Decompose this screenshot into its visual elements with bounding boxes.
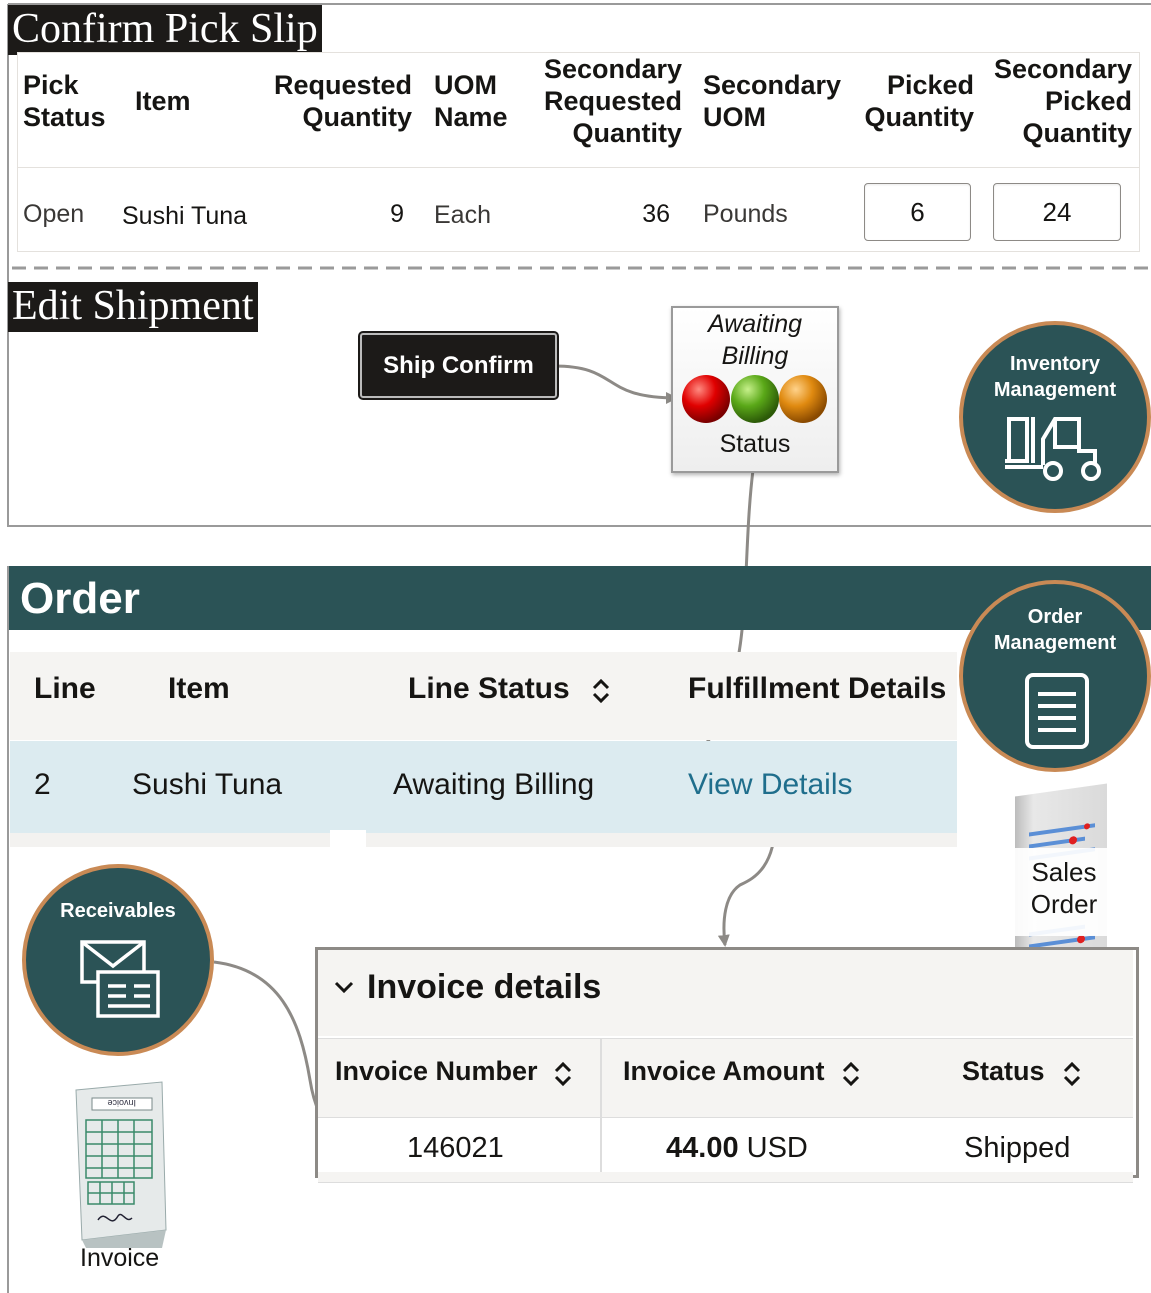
order-header-line-status[interactable]: Line Status [408,672,570,705]
invoice-amount-currency: USD [746,1132,808,1164]
invoice-cell-status: Shipped [964,1132,1071,1164]
traffic-light-icon [682,375,827,423]
cell-item: Sushi Tuna [122,202,248,230]
status-tile-caption: Status [719,430,791,458]
arrow-ship-to-status [553,364,678,404]
invoice-document-image: Invoice [75,1081,167,1248]
order-header-item: Item [168,672,230,705]
order-cell-item: Sushi Tuna [132,768,283,801]
order-cell-line: 2 [34,768,51,801]
arrow-details-to-invoice [717,811,777,947]
order-header-fulfillment-details: Fulfillment Details [688,672,947,705]
order-table-header-row [10,652,957,740]
invoice-header-number[interactable]: Invoice Number [335,1056,538,1086]
invoice-table-footer [318,1172,1133,1183]
cell-uom-name: Each [434,201,491,229]
sort-amount-icon[interactable] [840,1060,862,1088]
order-title: Order [20,574,140,623]
order-header-bar [9,566,1151,630]
document-icon [1025,673,1089,749]
view-details-link[interactable]: View Details [688,768,853,801]
secondary-picked-quantity-input[interactable]: 24 [993,183,1121,241]
invoice-table-header-row [318,1038,1133,1118]
invoice-cell-amount: 44.00 USD [666,1132,808,1165]
ship-confirm-button[interactable]: Ship Confirm [360,333,557,398]
invoice-header-status[interactable]: Status [962,1056,1045,1086]
order-table-footer [10,833,957,847]
cell-requested-quantity: 9 [390,200,404,228]
invoice-details-title: Invoice details [367,968,602,1006]
invoice-document-header-text: Invoice [107,1098,136,1108]
header-item: Item [135,86,191,116]
picked-quantity-input[interactable]: 6 [864,183,971,241]
chevron-down-icon[interactable] [333,980,355,996]
sort-toggle-icon[interactable] [590,676,612,706]
order-table-gap [330,830,366,854]
invoice-column-divider [600,1038,602,1182]
order-header-line: Line [34,672,96,705]
cell-secondary-requested-quantity: 36 [642,200,670,228]
cell-pick-status: Open [23,200,85,228]
invoice-header-amount[interactable]: Invoice Amount [623,1056,825,1086]
invoice-caption: Invoice [80,1244,160,1272]
invoice-cell-number[interactable]: 146021 [407,1132,504,1164]
order-table-row [10,741,957,833]
section-label-confirm-pick-slip: Confirm Pick Slip [8,5,322,55]
invoice-amount-value: 44.00 [666,1132,739,1164]
envelope-invoice-icon [80,940,160,1018]
cell-secondary-uom: Pounds [703,200,788,228]
receivables-badge: Receivables [22,864,214,1056]
receivables-label: Receivables [60,900,176,922]
sort-number-icon[interactable] [552,1060,574,1088]
invoice-details-header [318,950,1133,1036]
sort-status-icon[interactable] [1061,1060,1083,1088]
order-cell-line-status: Awaiting Billing [393,768,595,801]
forklift-icon [1005,417,1101,481]
section-label-edit-shipment: Edit Shipment [8,282,258,332]
